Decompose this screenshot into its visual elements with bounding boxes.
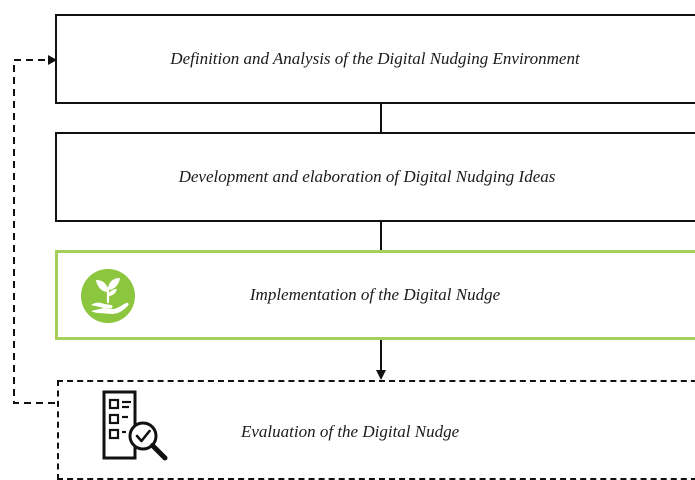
feedback-loop-arrow [13,55,57,404]
step-implementation-box: Implementation of the Digital Nudge [55,250,695,340]
step-development-ideas-box: Development and elaboration of Digital N… [55,132,695,222]
step-definition-analysis-label: Definition and Analysis of the Digital N… [170,49,580,68]
checklist-magnifier-icon [102,390,168,461]
step-development-ideas-label: Development and elaboration of Digital N… [178,167,556,186]
step-definition-analysis-box: Definition and Analysis of the Digital N… [55,14,695,104]
connector-line-1 [380,104,382,132]
step-evaluation-label: Evaluation of the Digital Nudge [241,422,460,441]
step-evaluation-box: Evaluation of the Digital Nudge [57,380,695,480]
connector-arrow-3 [376,340,386,380]
connector-line-2 [380,222,382,250]
step-implementation-label: Implementation of the Digital Nudge [249,285,501,304]
plant-in-hand-icon [81,269,135,323]
